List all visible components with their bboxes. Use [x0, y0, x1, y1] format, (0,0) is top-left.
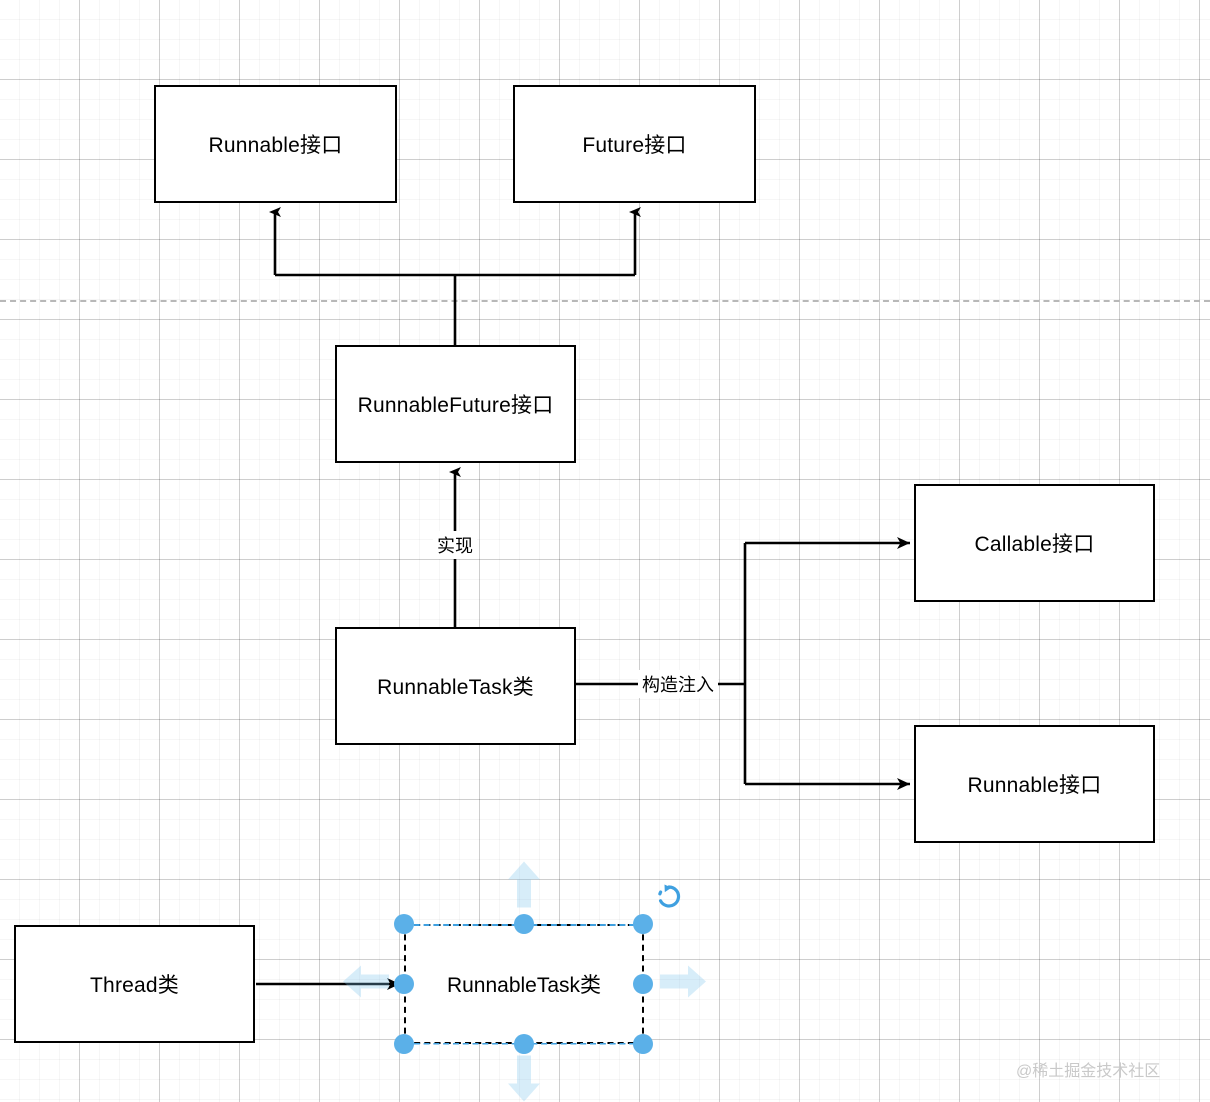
handle-bottom-left[interactable]: [394, 1034, 414, 1054]
hint-arrow-right-icon[interactable]: [660, 965, 706, 1004]
node-label: Future接口: [582, 134, 687, 157]
node-runnable-interface-top[interactable]: Runnable接口: [154, 85, 397, 203]
handle-top-right[interactable]: [633, 914, 653, 934]
hint-arrow-left-icon[interactable]: [343, 965, 389, 1004]
node-label: Runnable接口: [208, 134, 343, 157]
node-label: Callable接口: [974, 533, 1095, 556]
node-future-interface[interactable]: Future接口: [513, 85, 756, 203]
edge-label-constructor-injection: 构造注入: [638, 670, 718, 698]
node-label: Runnable接口: [967, 774, 1102, 797]
rotate-handle-icon[interactable]: [656, 884, 682, 915]
node-label: Thread类: [90, 974, 179, 997]
selected-node-runnabletask[interactable]: RunnableTask类: [404, 924, 644, 1044]
hint-arrow-down-icon[interactable]: [507, 1055, 541, 1102]
node-runnable-interface-right[interactable]: Runnable接口: [914, 725, 1155, 843]
watermark: @稀土掘金技术社区: [1016, 1063, 1161, 1080]
handle-top-center[interactable]: [514, 914, 534, 934]
handle-middle-right[interactable]: [633, 974, 653, 994]
node-label: RunnableFuture接口: [357, 394, 554, 417]
handle-bottom-right[interactable]: [633, 1034, 653, 1054]
edge-label-implements: 实现: [433, 531, 477, 559]
node-label: RunnableTask类: [446, 974, 602, 997]
connector-runnablefuture-to-interfaces[interactable]: [269, 207, 641, 345]
handle-bottom-center[interactable]: [514, 1034, 534, 1054]
node-thread-class[interactable]: Thread类: [14, 925, 255, 1043]
connector-runnabletask-to-right-interfaces[interactable]: [576, 537, 910, 790]
node-runnabletask-class[interactable]: RunnableTask类: [335, 627, 576, 745]
hint-arrow-up-icon[interactable]: [507, 861, 541, 913]
alignment-guide-line: [0, 300, 1210, 302]
node-callable-interface[interactable]: Callable接口: [914, 484, 1155, 602]
node-label: RunnableTask类: [377, 676, 534, 699]
handle-middle-left[interactable]: [394, 974, 414, 994]
handle-top-left[interactable]: [394, 914, 414, 934]
node-runnablefuture-interface[interactable]: RunnableFuture接口: [335, 345, 576, 463]
